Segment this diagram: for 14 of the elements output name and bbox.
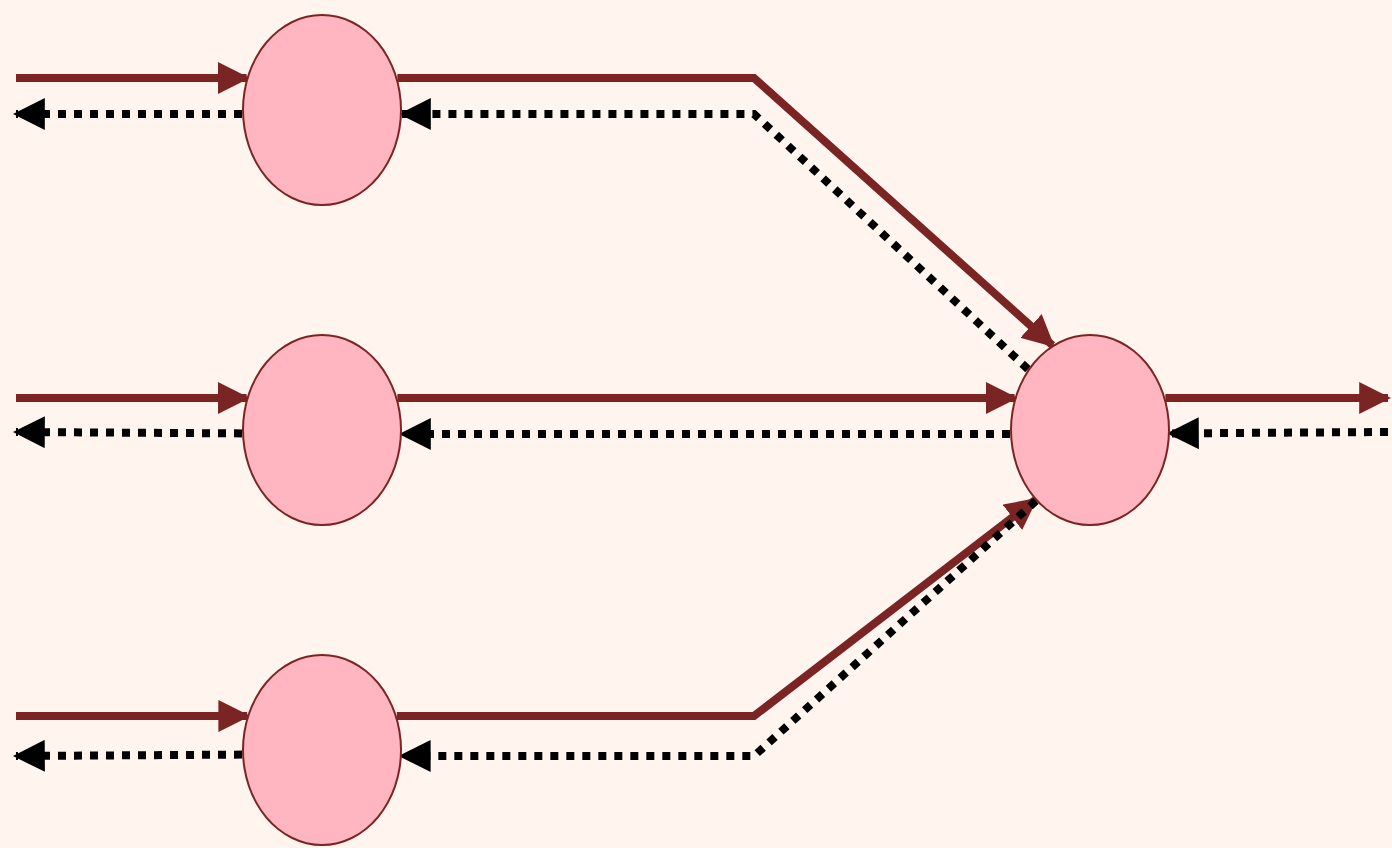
arrow (397, 382, 1018, 414)
arrow (12, 739, 243, 772)
arrow (1165, 382, 1392, 414)
arrow (398, 418, 1010, 450)
arrow (16, 62, 250, 94)
arrow (12, 98, 242, 130)
arrow (1166, 417, 1389, 450)
arrow (398, 98, 1031, 373)
arrow (16, 700, 251, 732)
arrow (12, 416, 243, 449)
arrow (398, 497, 1039, 772)
arrow (16, 382, 250, 414)
arrow (397, 74, 1056, 349)
arrow (396, 496, 1038, 720)
